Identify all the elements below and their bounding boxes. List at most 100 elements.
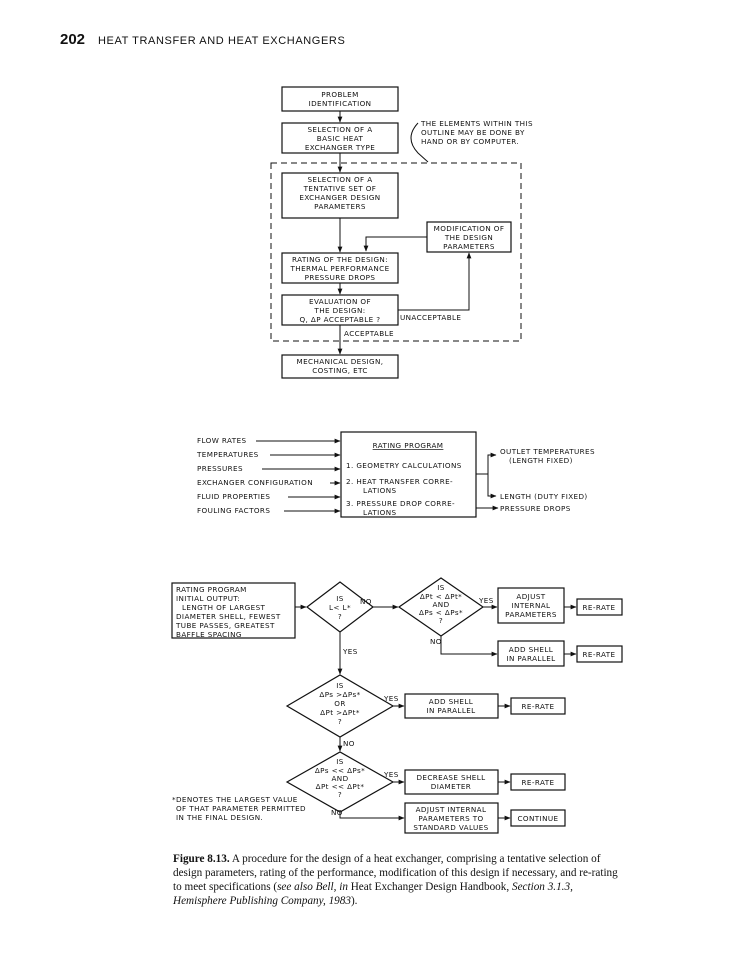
start-line6: BAFFLE SPACING <box>176 630 242 639</box>
acceptable-label: ACCEPTABLE <box>344 329 394 338</box>
footnote-line1: *DENOTES THE LARGEST VALUE <box>172 795 298 804</box>
adjust-internal-line2: INTERNAL <box>512 601 551 610</box>
d4-line1: IS <box>336 757 344 766</box>
input-fluid-properties: FLUID PROPERTIES <box>197 492 270 501</box>
d4-line2: ΔPs << ΔPs* <box>315 766 365 775</box>
mechanical-line2: COSTING, ETC <box>312 366 368 375</box>
rerate-box-3 <box>510 697 566 715</box>
adjust-internal-line1: ADJUST <box>516 592 545 601</box>
d2-line5: ? <box>439 616 443 625</box>
d2-line1: IS <box>437 583 445 592</box>
input-pressures: PRESSURES <box>197 464 243 473</box>
selection-params-line1: SELECTION OF A <box>307 175 372 184</box>
d4-yes-label: YES <box>383 770 399 779</box>
program-item-3b: LATIONS <box>363 508 396 517</box>
d1-no-label: NO <box>360 597 372 606</box>
rerate-box-1 <box>576 598 623 616</box>
selection-basic-box <box>281 122 399 154</box>
output-outlet-temps: OUTLET TEMPERATURES <box>500 447 595 456</box>
rerate-label-3: RE-RATE <box>522 702 555 711</box>
problem-identification-box <box>281 86 399 112</box>
problem-line1: PROBLEM <box>321 90 358 99</box>
start-line1: RATING PROGRAM <box>176 585 247 594</box>
arrow-d4-no <box>339 812 405 821</box>
add-shell-1-line1: ADD SHELL <box>509 645 553 654</box>
rating-program-box <box>340 431 477 518</box>
modification-line3: PARAMETERS <box>443 242 495 251</box>
arrow-d2-no <box>440 636 498 657</box>
output-arrow-2 <box>487 474 497 499</box>
input-temperatures: TEMPERATURES <box>196 450 259 459</box>
rating-program-diagram: FLOW RATES TEMPERATURES PRESSURES EXCHAN… <box>196 431 595 518</box>
modification-line1: MODIFICATION OF <box>434 224 505 233</box>
page-number: 202 <box>60 31 85 48</box>
rating-line3: PRESSURE DROPS <box>305 273 376 282</box>
rerate-label-4: RE-RATE <box>522 778 555 787</box>
d2-line3: AND <box>432 600 449 609</box>
d2-line4: ΔPs < ΔPs* <box>419 608 463 617</box>
output-length-duty: LENGTH (DUTY FIXED) <box>500 492 588 501</box>
footnote-line2: OF THAT PARAMETER PERMITTED <box>176 804 306 813</box>
adjust-internal-line3: PARAMETERS <box>505 610 557 619</box>
modification-box <box>426 221 512 253</box>
d3-line4: ΔPt >ΔPt* <box>320 708 360 717</box>
selection-basic-line2: BASIC HEAT <box>317 134 364 143</box>
add-shell-box-2 <box>404 693 499 719</box>
output-length-fixed: (LENGTH FIXED) <box>509 456 573 465</box>
outline-note-line3: HAND OR BY COMPUTER. <box>421 137 519 146</box>
add-shell-2-line1: ADD SHELL <box>429 697 473 706</box>
adjust-internal-box <box>497 587 565 624</box>
d4-line3: AND <box>331 774 348 783</box>
caption-text: A procedure for the design of a heat exc… <box>173 853 618 893</box>
design-flowchart: PROBLEM IDENTIFICATION SELECTION OF A BA… <box>270 86 533 379</box>
d1-line1: IS <box>336 594 344 603</box>
start-line3: LENGTH OF LARGEST <box>182 603 266 612</box>
d1-yes-label: YES <box>342 647 358 656</box>
rerate-label-2: RE-RATE <box>583 650 616 659</box>
unacceptable-label: UNACCEPTABLE <box>400 313 461 322</box>
program-item-2b: LATIONS <box>363 486 396 495</box>
rerate-box-2 <box>576 645 623 663</box>
selection-basic-line1: SELECTION OF A <box>307 125 372 134</box>
d3-line5: ? <box>338 717 342 726</box>
evaluation-box <box>281 294 399 326</box>
d3-line2: ΔPs >ΔPs* <box>319 690 360 699</box>
decrease-shell-line1: DECREASE SHELL <box>416 773 485 782</box>
decrease-shell-line2: DIAMETER <box>431 782 471 791</box>
input-flow-rates: FLOW RATES <box>197 436 247 445</box>
d2-no-label: NO <box>430 637 442 646</box>
selection-params-line2: TENTATIVE SET OF <box>303 184 377 193</box>
add-shell-2-line2: IN PARALLEL <box>426 706 475 715</box>
program-item-3: 3. PRESSURE DROP CORRE- <box>346 499 455 508</box>
output-arrow-1 <box>476 452 497 475</box>
rating-line1: RATING OF THE DESIGN: <box>292 255 388 264</box>
outline-note-bracket <box>410 122 429 163</box>
rating-line2: THERMAL PERFORMANCE <box>289 264 389 273</box>
mechanical-line1: MECHANICAL DESIGN, <box>297 357 384 366</box>
output-pressure-drops: PRESSURE DROPS <box>500 504 571 513</box>
caption-italic: see also Bell, in <box>277 881 351 893</box>
running-title: HEAT TRANSFER AND HEAT EXCHANGERS <box>98 35 345 47</box>
adjust-standard-line2: PARAMETERS TO <box>418 814 483 823</box>
d3-no-label: NO <box>343 739 355 748</box>
d1-line3: ? <box>338 612 342 621</box>
dashed-outline <box>270 162 522 342</box>
input-exchanger-configuration: EXCHANGER CONFIGURATION <box>197 478 313 487</box>
adjust-standard-line3: STANDARD VALUES <box>413 823 488 832</box>
caption-plain2: Heat Exchanger Design Handbook, <box>350 881 512 893</box>
arrow-modification-to-rating <box>363 236 427 252</box>
adjust-standard-box <box>404 802 499 834</box>
continue-box <box>510 809 566 827</box>
modification-line2: THE DESIGN <box>444 233 493 242</box>
d2-yes-label: YES <box>478 596 494 605</box>
d1-line2: L< L* <box>329 603 351 612</box>
caption-italic2: Section 3.1.3, Hemisphere Publishing Com… <box>173 881 573 907</box>
rating-program-title: RATING PROGRAM <box>373 441 444 450</box>
d3-line1: IS <box>336 681 344 690</box>
selection-params-line4: PARAMETERS <box>314 202 366 211</box>
continue-label: CONTINUE <box>518 814 559 823</box>
adjust-standard-line1: ADJUST INTERNAL <box>416 805 487 814</box>
caption-end: ). <box>350 895 358 907</box>
outline-note-line2: OUTLINE MAY BE DONE BY <box>421 128 525 137</box>
selection-params-line3: EXCHANGER DESIGN <box>299 193 380 202</box>
